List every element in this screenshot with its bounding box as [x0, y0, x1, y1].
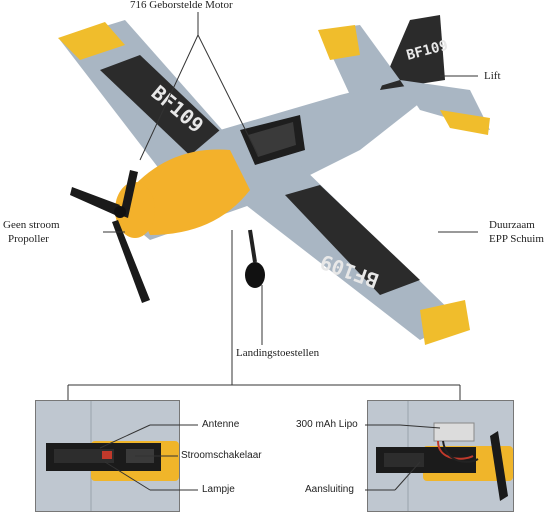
tail-fin: BF109: [380, 15, 450, 90]
control-board-photo-left: [36, 401, 179, 511]
battery-label: 300 mAh Lipo: [296, 419, 358, 430]
motor-label: 716 Geborstelde Motor: [130, 0, 233, 11]
landing-gear: [245, 229, 265, 288]
power-switch-label: Stroomschakelaar: [181, 450, 262, 461]
callout-lines: [67, 12, 478, 400]
propeller-label-line1: Geen stroom: [3, 219, 60, 231]
propeller: [70, 170, 150, 303]
connector-label: Aansluiting: [305, 484, 354, 495]
antenna-label: Antenne: [202, 419, 240, 430]
propeller-hub: [114, 206, 126, 218]
foam-label-line2: EPP Schuim: [489, 233, 544, 245]
lamp-label: Lampje: [202, 484, 235, 495]
detail-photo-right: [367, 400, 514, 512]
tail-stabilizers: [318, 25, 490, 135]
foam-label-line1: Duurzaam: [489, 219, 535, 231]
control-board-photo-right: [368, 401, 513, 511]
nose-cowling: [115, 149, 250, 238]
propeller-label-line2: Propoller: [8, 233, 49, 245]
landing-gear-label: Landingstoestellen: [236, 347, 320, 359]
lift-label: Lift: [484, 70, 501, 82]
detail-photo-left: [35, 400, 180, 512]
right-wing: BF109: [220, 165, 470, 345]
